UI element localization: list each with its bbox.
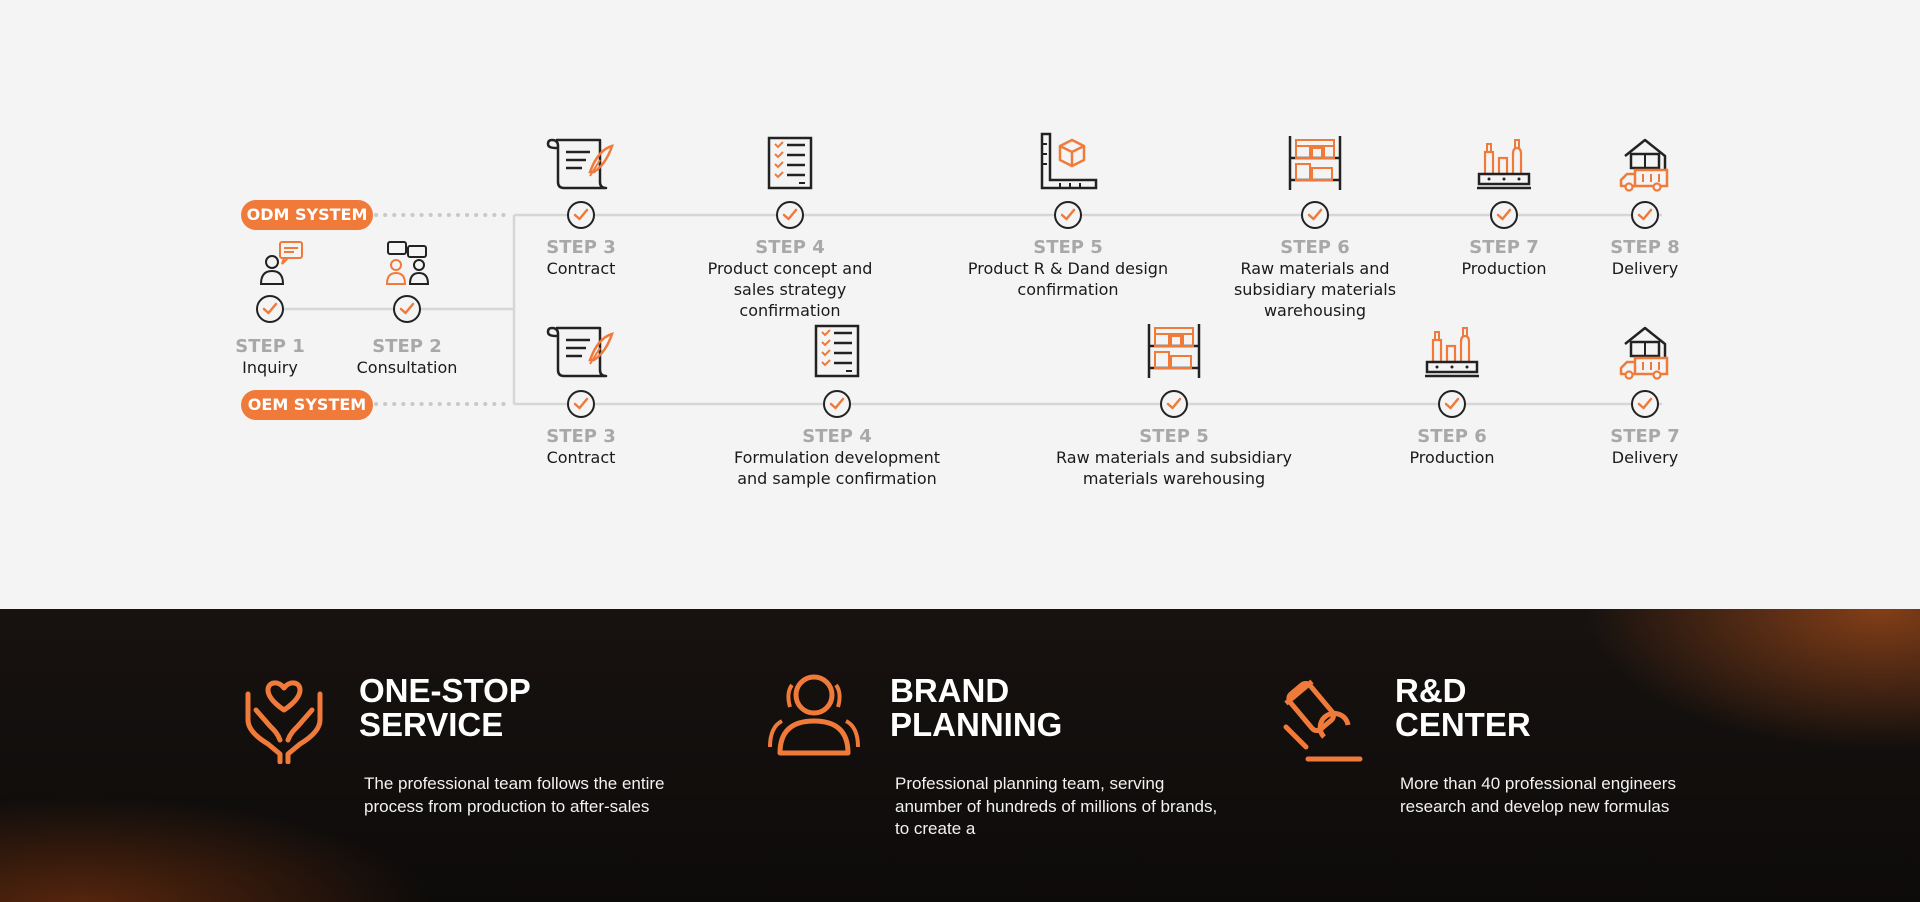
- step-label: STEP 8: [1610, 237, 1680, 258]
- warehouse-shelf-icon: [1286, 134, 1344, 196]
- design-ruler-box-icon: [1038, 132, 1098, 196]
- step-label: STEP 2: [372, 336, 442, 357]
- step-desc: Contract: [546, 448, 616, 467]
- step-check: [776, 201, 804, 229]
- step-check: [1054, 201, 1082, 229]
- check-icon: [399, 302, 415, 315]
- check-icon: [782, 208, 798, 221]
- microscope-icon: [1283, 679, 1363, 762]
- warehouse-shelf-icon: [1145, 322, 1203, 384]
- contract-scroll-icon: [546, 136, 616, 196]
- step-desc: Product concept and sales strategy confi…: [707, 259, 873, 320]
- inquiry-chat-icon: [259, 241, 303, 285]
- process-diagram: ODM SYSTEM OEM SYSTEM STEP 1 Inquiry STE…: [150, 132, 1695, 489]
- feature-desc: More than 40 professional engineers rese…: [1400, 774, 1676, 816]
- step-check: [567, 201, 595, 229]
- step-desc: Contract: [546, 259, 616, 278]
- check-icon: [1307, 208, 1323, 221]
- step-desc: Production: [1409, 448, 1495, 467]
- step-desc: Raw materials and subsidiary materials w…: [1056, 448, 1292, 488]
- consultation-icon: [385, 241, 430, 285]
- step-label: STEP 3: [546, 237, 616, 258]
- step-1-check: [256, 295, 284, 323]
- check-icon: [829, 397, 845, 410]
- step-check: [1301, 201, 1329, 229]
- delivery-truck-icon: [1617, 134, 1673, 196]
- check-icon: [573, 208, 589, 221]
- odm-system-pill[interactable]: ODM SYSTEM: [241, 200, 373, 230]
- step-check: [1490, 201, 1518, 229]
- step-desc: Formulation development and sample confi…: [734, 448, 940, 488]
- step-label: STEP 6: [1280, 237, 1350, 258]
- step-desc: Delivery: [1611, 448, 1679, 467]
- production-bottles-icon: [1423, 324, 1481, 384]
- checklist-document-icon: [765, 134, 815, 196]
- step-check: [1438, 390, 1466, 418]
- check-icon: [1166, 397, 1182, 410]
- step-label: STEP 4: [802, 426, 872, 447]
- step-label: STEP 1: [235, 336, 305, 357]
- step-2-check: [393, 295, 421, 323]
- step-check: [567, 390, 595, 418]
- step-label: STEP 4: [755, 237, 825, 258]
- check-icon: [1637, 397, 1653, 410]
- heart-hands-icon: [245, 680, 323, 764]
- step-check: [1631, 201, 1659, 229]
- step-desc: Consultation: [356, 358, 458, 377]
- step-label: STEP 5: [1139, 426, 1209, 447]
- check-icon: [1444, 397, 1460, 410]
- step-label: STEP 5: [1033, 237, 1103, 258]
- step-1: STEP 1 Inquiry: [150, 336, 390, 378]
- checklist-document-icon: [812, 322, 862, 384]
- step-desc: Delivery: [1611, 259, 1679, 278]
- check-icon: [262, 302, 278, 315]
- connector-lines: [270, 213, 1662, 406]
- step-check: [823, 390, 851, 418]
- step-desc: Product R & Dand design confirmation: [967, 259, 1169, 299]
- step-desc: Inquiry: [242, 358, 298, 377]
- step-desc: Raw materials and subsidiary materials w…: [1233, 259, 1397, 320]
- check-icon: [1496, 208, 1512, 221]
- step-label: STEP 6: [1417, 426, 1487, 447]
- step-desc: Production: [1461, 259, 1547, 278]
- check-icon: [1060, 208, 1076, 221]
- production-bottles-icon: [1475, 136, 1533, 196]
- step-label: STEP 7: [1610, 426, 1680, 447]
- people-icon: [768, 674, 860, 756]
- feature-desc: Professional planning team, serving anum…: [895, 774, 1218, 838]
- step-label: STEP 3: [546, 426, 616, 447]
- step-check: [1160, 390, 1188, 418]
- delivery-truck-icon: [1617, 322, 1673, 384]
- step-label: STEP 7: [1469, 237, 1539, 258]
- oem-system-pill[interactable]: OEM SYSTEM: [241, 390, 373, 420]
- contract-scroll-icon: [546, 324, 616, 384]
- feature-desc: The professional team follows the entire…: [364, 774, 665, 816]
- step-2: STEP 2 Consultation: [287, 336, 527, 378]
- check-icon: [1637, 208, 1653, 221]
- step-check: [1631, 390, 1659, 418]
- check-icon: [573, 397, 589, 410]
